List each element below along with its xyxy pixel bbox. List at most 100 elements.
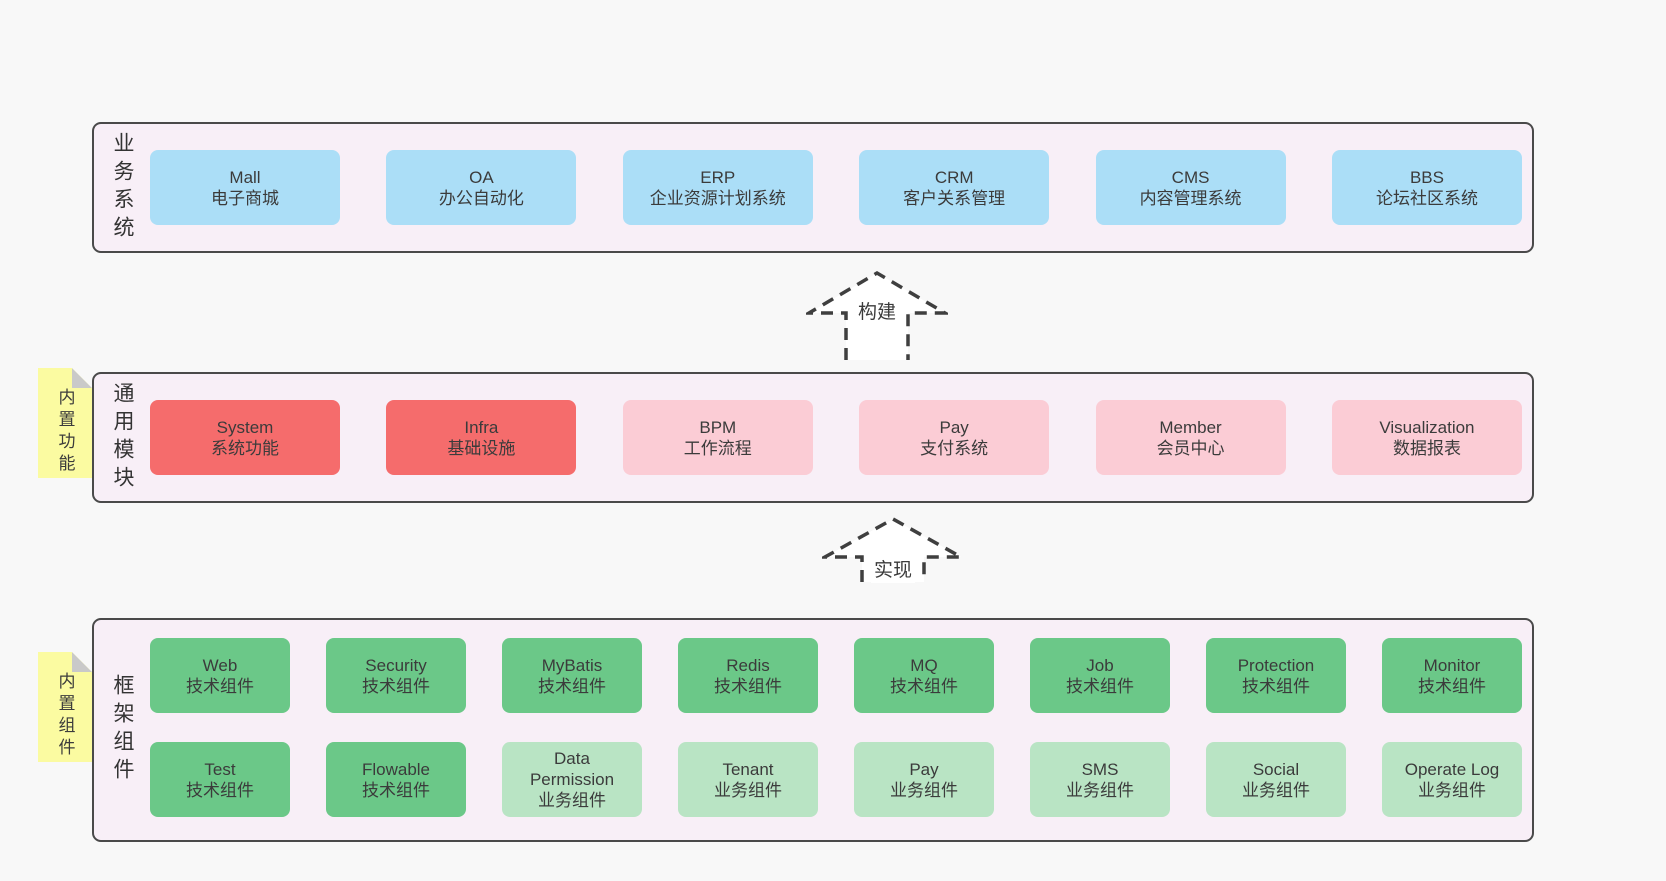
common-modules-row: System 系统功能 Infra 基础设施 BPM 工作流程 Pay 支付系统… bbox=[150, 400, 1522, 475]
box-title: ERP bbox=[700, 167, 736, 187]
box-subtitle: 客户关系管理 bbox=[903, 188, 1006, 208]
box-title: BPM bbox=[699, 417, 737, 437]
box-subtitle: 技术组件 bbox=[1066, 676, 1134, 696]
box-title: SMS bbox=[1081, 759, 1119, 779]
box-subtitle: 技术组件 bbox=[186, 676, 254, 696]
box-subtitle: 会员中心 bbox=[1156, 438, 1225, 458]
box-subtitle: 业务组件 bbox=[1242, 780, 1310, 800]
box-title: Redis bbox=[726, 655, 770, 675]
box-title: Protection bbox=[1237, 655, 1315, 675]
box-subtitle: 工作流程 bbox=[683, 438, 752, 458]
box-title: Pay bbox=[909, 759, 939, 779]
box-subtitle: 业务组件 bbox=[538, 791, 606, 810]
box-subtitle: 业务组件 bbox=[890, 780, 958, 800]
box-subtitle: 技术组件 bbox=[890, 676, 958, 696]
box-subtitle: 办公自动化 bbox=[438, 188, 524, 208]
box-subtitle: 内容管理系统 bbox=[1139, 188, 1242, 208]
arrow-implement-label: 实现 bbox=[870, 554, 916, 583]
box-title: Security bbox=[365, 655, 427, 675]
box-title: Social bbox=[1252, 759, 1300, 779]
box-sms: SMS 业务组件 bbox=[1030, 742, 1170, 817]
box-subtitle: 技术组件 bbox=[538, 676, 606, 696]
box-protection: Protection 技术组件 bbox=[1206, 638, 1346, 713]
box-subtitle: 支付系统 bbox=[920, 438, 989, 458]
sticky-note-builtin-components: 内置组件 bbox=[38, 652, 92, 762]
box-title: Pay bbox=[939, 417, 969, 437]
box-subtitle: 技术组件 bbox=[714, 676, 782, 696]
business-systems-row: Mall 电子商城 OA 办公自动化 ERP 企业资源计划系统 CRM 客户关系… bbox=[150, 150, 1522, 225]
box-bbs: BBS 论坛社区系统 bbox=[1331, 150, 1522, 225]
sticky-note-label: 内置功能 bbox=[55, 388, 75, 476]
panel-label-framework-components: 框架组件 bbox=[111, 674, 134, 786]
box-subtitle: 技术组件 bbox=[362, 676, 430, 696]
box-social: Social 业务组件 bbox=[1206, 742, 1346, 817]
box-redis: Redis 技术组件 bbox=[678, 638, 818, 713]
box-subtitle: 企业资源计划系统 bbox=[649, 188, 786, 208]
box-title: Flowable bbox=[361, 759, 431, 779]
panel-business-systems: 业务系统 Mall 电子商城 OA 办公自动化 ERP 企业资源计划系统 CRM… bbox=[92, 122, 1534, 253]
panel-label-business-systems: 业务系统 bbox=[111, 131, 134, 244]
panel-label-common-modules: 通用模块 bbox=[111, 381, 134, 494]
box-title: CMS bbox=[1171, 167, 1210, 187]
box-subtitle: 技术组件 bbox=[1418, 676, 1486, 696]
box-infra: Infra 基础设施 bbox=[386, 400, 577, 475]
box-subtitle: 业务组件 bbox=[714, 780, 782, 800]
box-mybatis: MyBatis 技术组件 bbox=[502, 638, 642, 713]
box-title: System bbox=[216, 417, 274, 437]
box-title: Infra bbox=[464, 417, 499, 437]
box-title: Mall bbox=[229, 167, 261, 187]
panel-common-modules: 通用模块 System 系统功能 Infra 基础设施 BPM 工作流程 Pay… bbox=[92, 372, 1534, 503]
box-title: MyBatis bbox=[541, 655, 603, 675]
box-subtitle: 数据报表 bbox=[1392, 438, 1461, 458]
box-tenant: Tenant 业务组件 bbox=[678, 742, 818, 817]
box-mq: MQ 技术组件 bbox=[854, 638, 994, 713]
box-flowable: Flowable 技术组件 bbox=[326, 742, 466, 817]
note-fold-corner bbox=[72, 368, 92, 388]
sticky-note-label: 内置组件 bbox=[55, 672, 75, 760]
box-title: Test bbox=[204, 759, 236, 779]
box-title: Data Permission bbox=[529, 749, 615, 789]
box-crm: CRM 客户关系管理 bbox=[859, 150, 1050, 225]
box-visualization: Visualization 数据报表 bbox=[1331, 400, 1522, 475]
box-title: Job bbox=[1086, 655, 1114, 675]
arrow-build: 构建 bbox=[806, 270, 948, 360]
box-subtitle: 技术组件 bbox=[1242, 676, 1310, 696]
box-erp: ERP 企业资源计划系统 bbox=[622, 150, 813, 225]
framework-components-row-1: Web 技术组件 Security 技术组件 MyBatis 技术组件 Redi… bbox=[150, 638, 1522, 713]
box-job: Job 技术组件 bbox=[1030, 638, 1170, 713]
box-title: Monitor bbox=[1423, 655, 1481, 675]
box-test: Test 技术组件 bbox=[150, 742, 290, 817]
box-subtitle: 基础设施 bbox=[447, 438, 516, 458]
box-subtitle: 业务组件 bbox=[1418, 780, 1486, 800]
box-title: BBS bbox=[1409, 167, 1444, 187]
box-subtitle: 论坛社区系统 bbox=[1375, 188, 1478, 208]
box-oa: OA 办公自动化 bbox=[386, 150, 577, 225]
note-fold-corner bbox=[72, 652, 92, 672]
sticky-note-builtin-features: 内置功能 bbox=[38, 368, 92, 478]
dashed-up-arrow-icon bbox=[822, 516, 964, 582]
arrow-build-label: 构建 bbox=[854, 296, 900, 325]
framework-components-row-2: Test 技术组件 Flowable 技术组件 Data Permission … bbox=[150, 742, 1522, 817]
box-subtitle: 技术组件 bbox=[362, 780, 430, 800]
box-security: Security 技术组件 bbox=[326, 638, 466, 713]
box-mall: Mall 电子商城 bbox=[150, 150, 340, 225]
box-title: Web bbox=[202, 655, 238, 675]
box-pay: Pay 支付系统 bbox=[859, 400, 1050, 475]
box-title: OA bbox=[469, 167, 494, 187]
box-title: MQ bbox=[910, 655, 938, 675]
box-pay-business: Pay 业务组件 bbox=[854, 742, 994, 817]
box-data-permission: Data Permission 业务组件 bbox=[502, 742, 642, 817]
box-subtitle: 电子商城 bbox=[211, 188, 279, 208]
arrow-implement: 实现 bbox=[822, 516, 964, 583]
box-title: CRM bbox=[934, 167, 974, 187]
box-title: Member bbox=[1159, 417, 1222, 437]
box-system: System 系统功能 bbox=[150, 400, 340, 475]
box-operate-log: Operate Log 业务组件 bbox=[1382, 742, 1522, 817]
box-title: Tenant bbox=[722, 759, 774, 779]
box-cms: CMS 内容管理系统 bbox=[1095, 150, 1286, 225]
box-monitor: Monitor 技术组件 bbox=[1382, 638, 1522, 713]
box-subtitle: 技术组件 bbox=[186, 780, 254, 800]
box-subtitle: 系统功能 bbox=[211, 438, 279, 458]
box-title: Operate Log bbox=[1404, 759, 1500, 779]
